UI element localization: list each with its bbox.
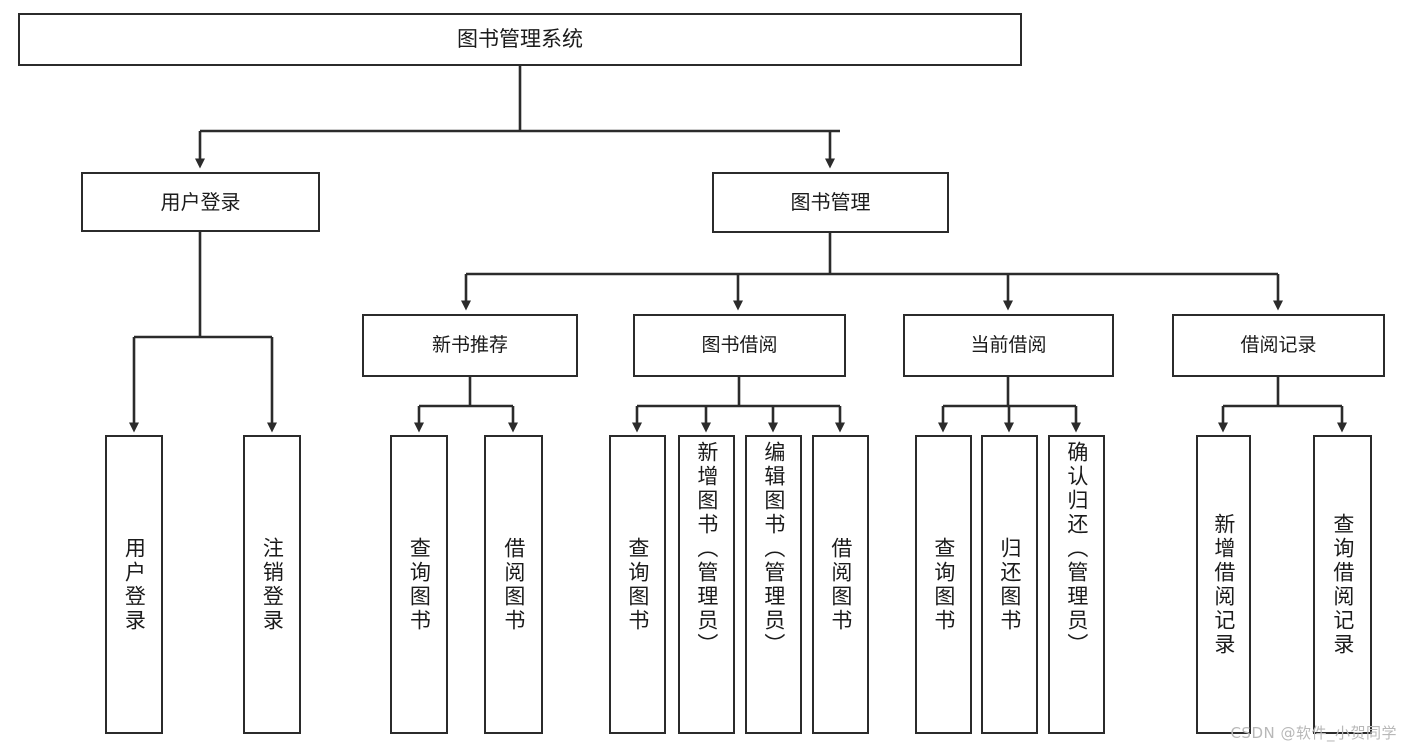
node-new-book-recommend[interactable]: 新书推荐 [362, 314, 578, 377]
leaf-query-book-current[interactable]: 查询图书 [915, 435, 972, 734]
node-label: 查询图书 [625, 536, 650, 633]
node-label: 借阅记录 [1240, 333, 1317, 356]
leaf-user-login[interactable]: 用户登录 [105, 435, 163, 734]
node-book-borrow[interactable]: 图书借阅 [633, 314, 846, 377]
node-label: 图书管理系统 [457, 27, 583, 52]
node-label: 归还图书 [997, 536, 1022, 633]
node-label: 确认归还（管理员） [1064, 441, 1089, 657]
node-label: 用户登录 [160, 189, 241, 214]
node-label: 查询图书 [407, 536, 432, 633]
leaf-return-book[interactable]: 归还图书 [981, 435, 1038, 734]
leaf-edit-book-admin[interactable]: 编辑图书（管理员） [745, 435, 802, 734]
node-label: 当前借阅 [970, 333, 1047, 356]
leaf-query-book-new[interactable]: 查询图书 [390, 435, 448, 734]
leaf-borrow-book[interactable]: 借阅图书 [812, 435, 869, 734]
leaf-add-book-admin[interactable]: 新增图书（管理员） [678, 435, 735, 734]
node-label: 图书管理 [790, 190, 871, 214]
node-user-login[interactable]: 用户登录 [81, 172, 320, 232]
leaf-borrow-book-new[interactable]: 借阅图书 [484, 435, 543, 734]
leaf-query-borrow-record[interactable]: 查询借阅记录 [1313, 435, 1372, 734]
node-label: 图书借阅 [701, 333, 778, 356]
node-label: 新增借阅记录 [1211, 512, 1236, 657]
leaf-add-borrow-record[interactable]: 新增借阅记录 [1196, 435, 1251, 734]
leaf-query-book-borrow[interactable]: 查询图书 [609, 435, 666, 734]
node-label: 借阅图书 [828, 536, 853, 633]
node-current-borrow[interactable]: 当前借阅 [903, 314, 1114, 377]
node-label: 注销登录 [260, 536, 285, 633]
csdn-watermark: CSDN @软件_小贺同学 [1230, 724, 1397, 742]
node-label: 新增图书（管理员） [694, 441, 719, 657]
node-label: 查询图书 [931, 536, 956, 633]
node-label: 新书推荐 [431, 333, 508, 356]
leaf-logout[interactable]: 注销登录 [243, 435, 301, 734]
node-label: 查询借阅记录 [1330, 512, 1355, 657]
node-label: 用户登录 [122, 536, 147, 633]
leaf-confirm-return-admin[interactable]: 确认归还（管理员） [1048, 435, 1105, 734]
node-borrow-records[interactable]: 借阅记录 [1172, 314, 1385, 377]
node-root[interactable]: 图书管理系统 [18, 13, 1022, 66]
node-label: 借阅图书 [501, 536, 526, 633]
node-label: 编辑图书（管理员） [761, 441, 786, 657]
node-book-management[interactable]: 图书管理 [712, 172, 949, 233]
